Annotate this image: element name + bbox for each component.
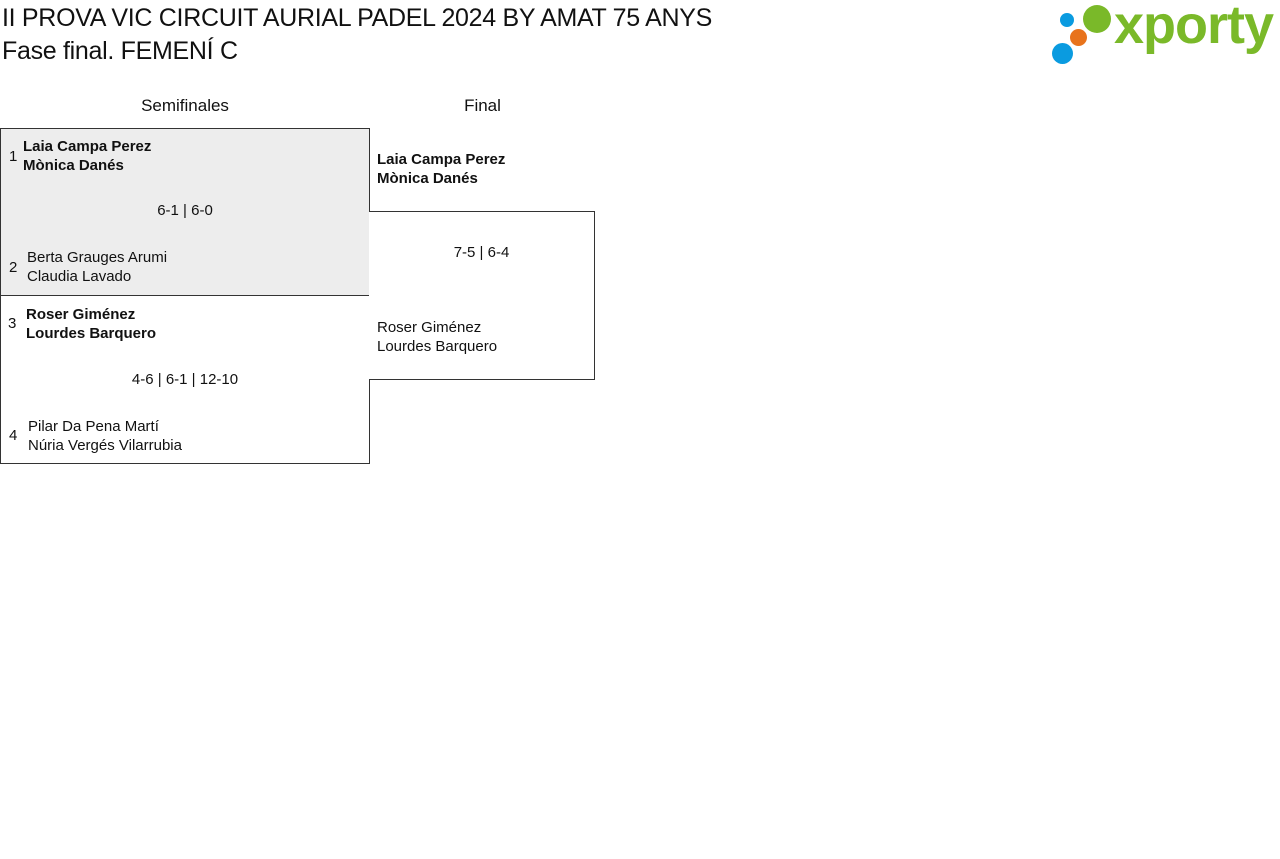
final-team-winner[interactable]: Laia Campa Perez Mònica Danés [377, 150, 505, 188]
logo-dot-green [1083, 5, 1111, 33]
team-seed: 1 [9, 148, 18, 165]
logo-dot-orange [1070, 29, 1087, 46]
logo-wordmark: xporty [1114, 0, 1274, 55]
final-team[interactable]: Roser Giménez Lourdes Barquero [377, 318, 497, 356]
match-score: 7-5 | 6-4 [453, 244, 510, 261]
final-match: 7-5 | 6-4 Roser Giménez Lourdes Barquero [369, 211, 595, 380]
player-name: Mònica Danés [377, 170, 478, 187]
round-header-semifinals: Semifinales [141, 96, 229, 115]
round-header-final: Final [464, 96, 501, 115]
player-name: Laia Campa Perez [23, 138, 152, 155]
semifinal-match-1: 1 Laia Campa Perez Mònica Danés 6-1 | 6-… [0, 128, 370, 296]
team[interactable]: Pilar Da Pena Martí Núria Vergés Vilarru… [28, 417, 182, 455]
player-name: Pilar Da Pena Martí [28, 418, 159, 435]
team-winner[interactable]: Roser Giménez Lourdes Barquero [26, 305, 156, 343]
team-seed: 4 [9, 427, 18, 444]
player-name: Berta Grauges Arumi [27, 249, 168, 266]
semifinal-match-2: 3 Roser Giménez Lourdes Barquero 4-6 | 6… [0, 295, 370, 464]
player-name: Mònica Danés [23, 157, 124, 174]
team-seed: 2 [9, 259, 18, 276]
match-score: 6-1 | 6-0 [157, 202, 213, 219]
player-name: Lourdes Barquero [26, 325, 157, 342]
logo-dot-blue-small [1060, 13, 1074, 27]
player-name: Núria Vergés Vilarrubia [28, 437, 182, 454]
player-name: Lourdes Barquero [377, 338, 498, 355]
tournament-title: II PROVA VIC CIRCUIT AURIAL PADEL 2024 B… [2, 4, 713, 32]
xporty-logo[interactable]: xporty [1050, 0, 1278, 68]
player-name: Laia Campa Perez [377, 151, 506, 168]
logo-dot-blue-large [1052, 43, 1073, 64]
match-score: 4-6 | 6-1 | 12-10 [131, 371, 239, 388]
phase-subtitle: Fase final. FEMENÍ C [2, 37, 238, 65]
player-name: Claudia Lavado [27, 268, 132, 285]
team-winner[interactable]: Laia Campa Perez Mònica Danés [23, 137, 151, 175]
team[interactable]: Berta Grauges Arumi Claudia Lavado [27, 248, 167, 286]
player-name: Roser Giménez [377, 319, 482, 336]
team-seed: 3 [8, 315, 17, 332]
player-name: Roser Giménez [26, 306, 136, 323]
